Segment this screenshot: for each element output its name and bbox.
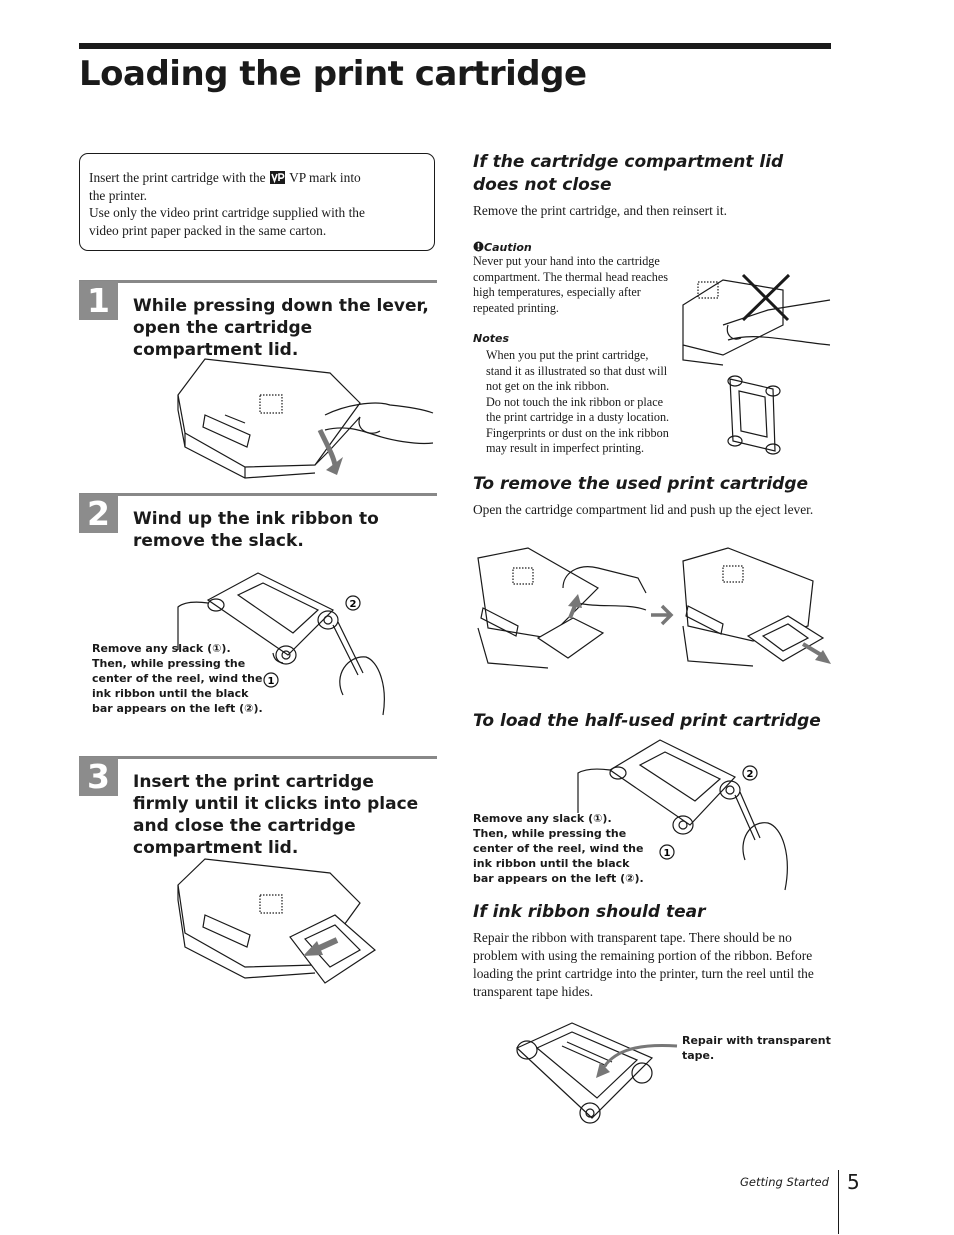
- step-2-cartridge-illustration: 2 1: [178, 565, 418, 725]
- intro-line-1-pre: Insert the print cartridge with the: [89, 170, 266, 185]
- step-3-text: Insert the print cartridge firmly until …: [133, 772, 419, 858]
- caution-hand-illustration: [683, 270, 830, 365]
- upright-cartridge-illustration: [725, 371, 783, 456]
- page-number: 5: [847, 1170, 860, 1194]
- remove-step-b-illustration: [683, 546, 831, 674]
- remove-section-body: Open the cartridge compartment lid and p…: [473, 502, 814, 517]
- top-rule: [79, 43, 831, 49]
- step-2-marker-2: 2: [350, 599, 357, 610]
- half-used-marker-1: 1: [664, 848, 671, 859]
- notes-label: Notes: [473, 332, 510, 345]
- half-used-callout: Remove any slack (①). Then, while pressi…: [473, 812, 644, 885]
- footer-rule: [838, 1170, 839, 1234]
- step-3-rule: [79, 756, 437, 759]
- arrow-right-icon: [649, 602, 675, 628]
- caution-text: Never put your hand into the cartridge c…: [473, 254, 669, 315]
- half-used-section-heading: To load the half-used print cartridge: [473, 711, 821, 731]
- intro-line-1-post: VP mark into: [289, 170, 361, 185]
- step-1-text: While pressing down the lever, open the …: [133, 296, 429, 360]
- step-2-marker-1: 1: [268, 676, 275, 687]
- tear-section-heading: If ink ribbon should tear: [473, 902, 706, 922]
- tear-section-body: Repair the ribbon with transparent tape.…: [473, 930, 814, 999]
- step-2-callout: Remove any slack (①). Then, while pressi…: [92, 642, 263, 715]
- tear-cartridge-illustration: [512, 1018, 682, 1128]
- intro-line-3: Use only the video print cartridge suppl…: [89, 205, 365, 221]
- intro-line-2: the printer.: [89, 187, 148, 203]
- page-title: Loading the print cartridge: [79, 54, 587, 94]
- step-2-rule: [79, 493, 437, 496]
- step-3-number: 3: [79, 757, 118, 796]
- tear-callout: Repair with transparent tape.: [682, 1034, 831, 1062]
- caution-label: Caution: [484, 241, 532, 254]
- vp-mark-icon: [269, 171, 285, 184]
- step-1-number: 1: [79, 281, 118, 320]
- step-2-number: 2: [79, 494, 118, 533]
- notes-text: When you put the print cartridge, stand …: [486, 348, 670, 455]
- caution-label-row: Caution: [473, 238, 532, 256]
- step-3-printer-illustration: [175, 855, 385, 990]
- remove-section-heading: To remove the used print cartridge: [473, 474, 809, 494]
- intro-box: Insert the print cartridge with the VP m…: [79, 153, 435, 251]
- step-1-rule: [79, 280, 437, 283]
- intro-line-4: video print paper packed in the same car…: [89, 223, 327, 239]
- step-1-printer-illustration: [175, 355, 435, 480]
- footer-section-label: Getting Started: [740, 1175, 829, 1189]
- step-2-text: Wind up the ink ribbon to remove the sla…: [133, 509, 379, 551]
- remove-step-a-illustration: [478, 548, 648, 668]
- half-used-marker-2: 2: [747, 769, 754, 780]
- half-used-cartridge-illustration: 2 1: [570, 735, 810, 895]
- lid-section-body: Remove the print cartridge, and then rei…: [473, 203, 727, 218]
- caution-icon: [473, 241, 484, 252]
- lid-section-heading: If the cartridge compartment lid does no…: [473, 152, 784, 195]
